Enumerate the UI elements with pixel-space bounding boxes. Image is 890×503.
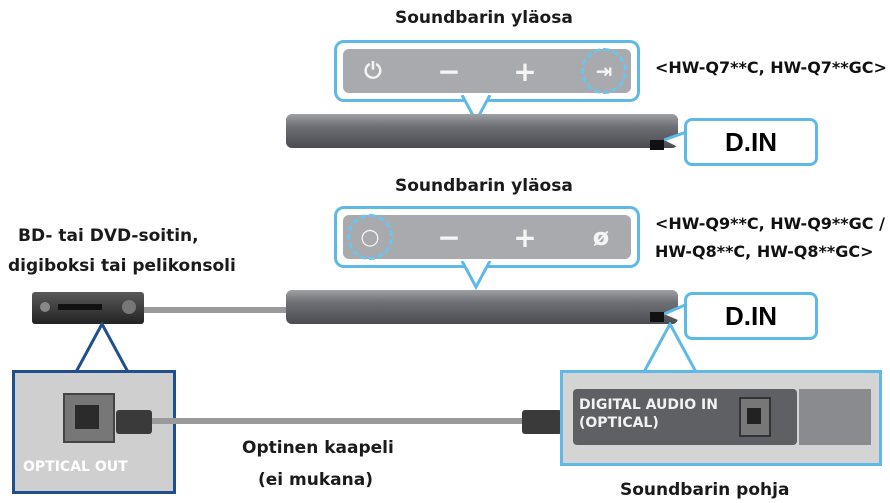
digital-in-label-1: DIGITAL AUDIO IN [579,397,718,413]
mid-panel-title: Soundbarin yläosa [395,176,573,196]
cable-label-1: Optinen kaapeli [242,438,394,458]
mic-icon: ○ [347,214,393,260]
optical-cable-lower [152,418,522,424]
digital-in-box: DIGITAL AUDIO IN (OPTICAL) [560,370,882,466]
top-button-panel: ⏻ − + ⇥ [334,40,640,102]
mid-panel-models-1: <HW-Q9**C, HW-Q9**GC / [655,214,885,233]
volume-down-icon: − [437,54,461,88]
cable-label-2: (ei mukana) [258,470,373,490]
optical-plug-right [522,410,562,434]
optical-plug-left [116,410,152,434]
player-label-2: digiboksi tai pelikonsoli [8,256,236,276]
soundbar-bottom [286,290,678,324]
mic-off-icon: ø [592,223,610,251]
mid-button-panel: ○ − + ø [334,206,640,268]
top-panel-models: <HW-Q7**C, HW-Q7**GC> [655,58,887,77]
source-icon: ⇥ [581,48,627,94]
din-label-bottom: D.IN [684,292,818,340]
digital-in-frame [799,389,871,445]
optical-out-pointer [74,322,130,373]
digital-in-label-2: (OPTICAL) [579,415,659,431]
bottom-caption: Soundbarin pohja [620,480,790,500]
player-label-1: BD- tai DVD-soitin, [18,226,199,246]
top-panel-title: Soundbarin yläosa [395,8,573,28]
mid-panel-models-2: HW-Q8**C, HW-Q8**GC> [655,242,874,261]
optical-cable-upper [144,307,289,313]
volume-down-icon: − [437,220,461,254]
digital-in-socket [739,397,771,437]
din-port-bottom [650,312,664,322]
power-icon: ⏻ [364,58,382,84]
volume-up-icon: + [513,54,537,88]
optical-out-label: OPTICAL OUT [23,459,128,475]
din-label-top: D.IN [684,118,818,166]
volume-up-icon: + [513,220,537,254]
soundbar-top [286,114,678,148]
mid-callout-pointer [460,261,492,291]
bd-player-device [32,292,144,324]
digital-in-pointer [642,322,698,373]
din-port-top [650,140,664,150]
optical-out-socket [63,393,115,443]
